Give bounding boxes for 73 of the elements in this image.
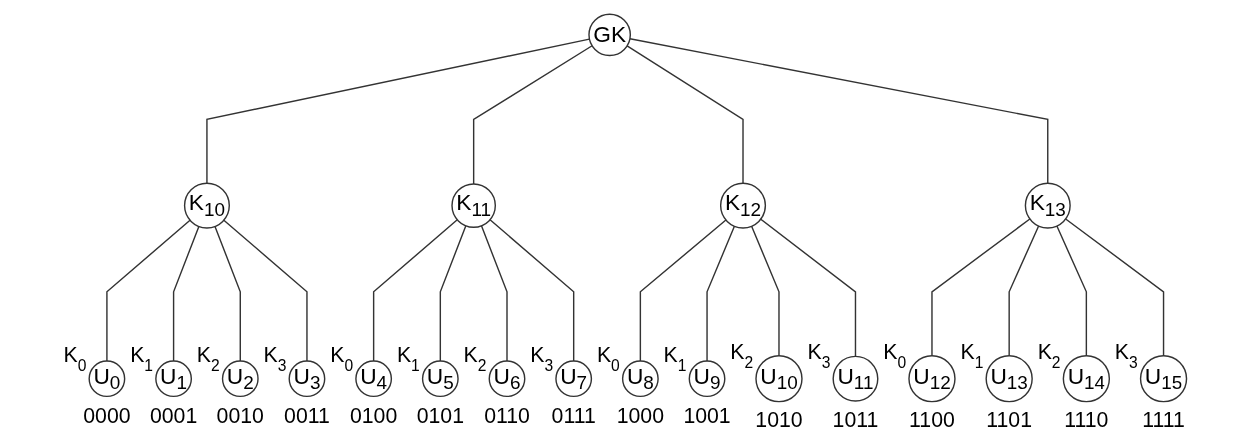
connector [480, 225, 508, 362]
node-caption: 0000 [83, 404, 131, 429]
node-circle: U$_{9}$ [688, 360, 726, 398]
node-caption: 1011 [832, 407, 879, 432]
node-caption: 1100 [909, 408, 955, 433]
node-caption: 1000 [616, 404, 664, 429]
node-caption: 0111 [551, 404, 596, 429]
node-circle: U$_{7}$ [555, 360, 593, 398]
node-circle: U$_{13}$ [985, 355, 1033, 403]
connector [106, 219, 191, 362]
node-circle: U$_{12}$ [908, 355, 956, 403]
connector [489, 219, 575, 362]
connector [931, 218, 1031, 357]
node-caption: K$_{0}$ [883, 339, 907, 371]
connector [439, 225, 467, 362]
connector [172, 225, 200, 362]
node-caption: 0011 [284, 404, 330, 429]
node-caption: K$_{0}$ [63, 343, 87, 374]
connector [1008, 225, 1040, 357]
connector [629, 38, 1049, 184]
node-caption: K$_{2}$ [730, 339, 754, 371]
node-circle: U$_{2}$ [221, 360, 259, 398]
node-caption: K$_{0}$ [596, 343, 620, 374]
connector [206, 38, 591, 184]
node-caption: 1001 [683, 404, 731, 429]
node-circle: U$_{5}$ [421, 360, 459, 398]
node-caption: 1101 [986, 408, 1033, 433]
node-caption: 0100 [350, 404, 398, 429]
connector [760, 218, 857, 358]
node-caption: K$_{0}$ [330, 343, 354, 374]
node-caption: K$_{2}$ [196, 343, 220, 374]
connector [750, 225, 780, 357]
connector [223, 219, 308, 362]
connector [1065, 218, 1165, 357]
connector [214, 225, 241, 362]
node-caption: K$_{2}$ [1037, 339, 1061, 371]
node-caption: K$_{3}$ [263, 343, 287, 374]
connector [372, 219, 458, 362]
node-circle: U$_{14}$ [1062, 355, 1111, 403]
node-caption: K$_{1}$ [130, 343, 154, 374]
node-caption: K$_{1}$ [960, 339, 984, 371]
node-circle: U$_{0}$ [88, 360, 126, 398]
node-circle: K$_{12}$ [719, 182, 767, 229]
node-circle: U$_{10}$ [755, 355, 803, 403]
node-caption: K$_{3}$ [1114, 339, 1138, 371]
node-caption: 0010 [216, 404, 264, 429]
node-circle: U$_{4}$ [355, 360, 393, 398]
connector [639, 219, 727, 362]
node-circle: K$_{11}$ [451, 183, 496, 228]
connector [626, 45, 744, 184]
node-caption: 1110 [1064, 408, 1109, 433]
node-circle: K$_{13}$ [1024, 182, 1071, 229]
connector [1056, 225, 1088, 357]
node-caption: K$_{3}$ [807, 340, 831, 371]
connector [706, 225, 736, 362]
node-circle: U$_{8}$ [621, 360, 659, 398]
node-caption: K$_{1}$ [396, 343, 420, 374]
node-caption: 0001 [149, 404, 198, 429]
node-caption: 0101 [416, 404, 464, 429]
node-circle: GK [588, 13, 632, 57]
node-caption: K$_{3}$ [530, 343, 554, 374]
connector [472, 45, 593, 185]
node-circle: U$_{3}$ [288, 360, 326, 398]
node-caption: 1111 [1142, 408, 1185, 433]
node-circle: K$_{10}$ [183, 182, 230, 229]
node-caption: 1010 [755, 408, 803, 433]
node-circle: U$_{1}$ [155, 360, 193, 398]
node-caption: 0110 [484, 404, 530, 429]
node-caption: K$_{2}$ [463, 343, 487, 374]
node-circle: U$_{15}$ [1139, 355, 1188, 403]
node-caption: K$_{1}$ [663, 343, 687, 374]
node-circle: U$_{11}$ [832, 355, 879, 402]
node-circle: U$_{6}$ [488, 360, 526, 398]
